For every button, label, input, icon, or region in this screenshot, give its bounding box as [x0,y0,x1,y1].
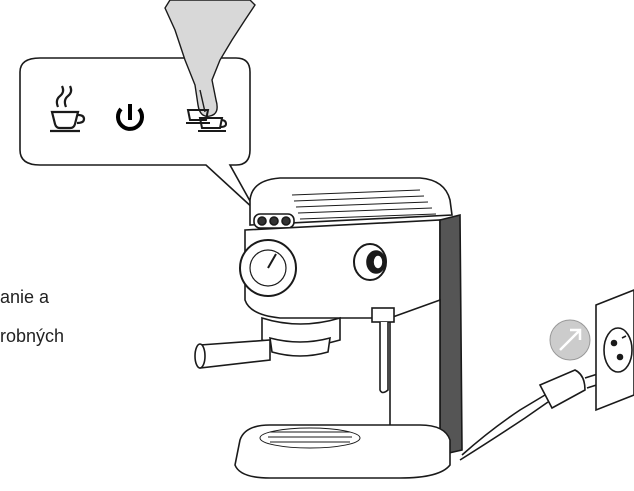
portafilter[interactable] [195,338,330,368]
caption-line-2: robných [0,326,160,347]
caption-line-1: anie a [0,287,160,308]
espresso-machine [195,178,462,478]
drip-tray [260,428,360,448]
button-callout [20,58,255,210]
steam-knob[interactable] [354,244,386,280]
steam-button[interactable] [258,217,266,225]
pressure-gauge [240,240,296,296]
insert-arrow-badge [550,320,590,360]
control-panel [254,214,294,228]
wall-socket [596,290,634,410]
power-button[interactable] [270,217,278,225]
double-cup-button[interactable] [282,217,290,225]
power-cord [460,395,548,460]
